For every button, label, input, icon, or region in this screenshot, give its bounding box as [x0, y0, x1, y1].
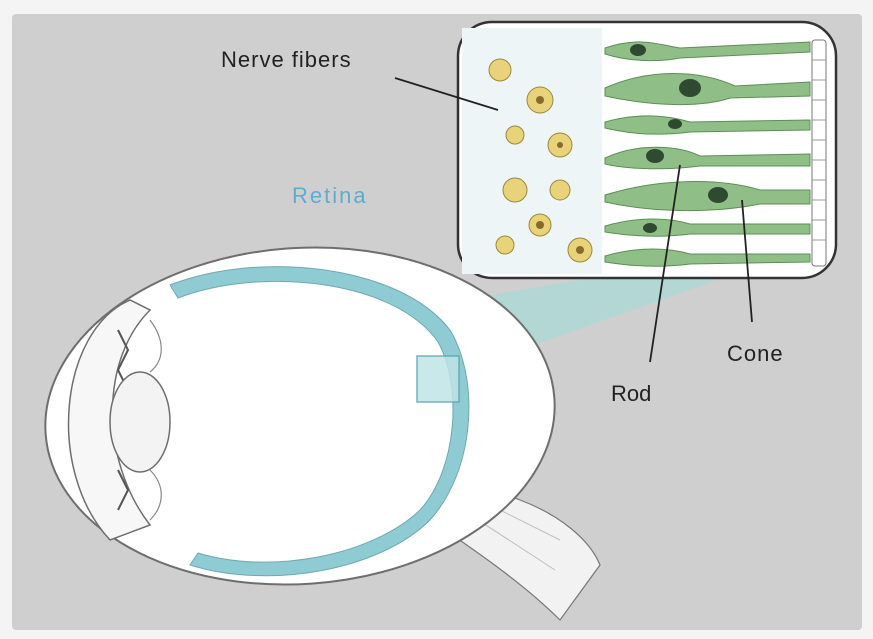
cone-label: Cone	[727, 341, 784, 367]
retina-label: Retina	[292, 183, 368, 209]
nerve-fibers-label: Nerve fibers	[221, 47, 352, 73]
lens	[110, 372, 170, 472]
retina-highlight-box	[417, 356, 459, 402]
rod-label: Rod	[611, 381, 651, 407]
